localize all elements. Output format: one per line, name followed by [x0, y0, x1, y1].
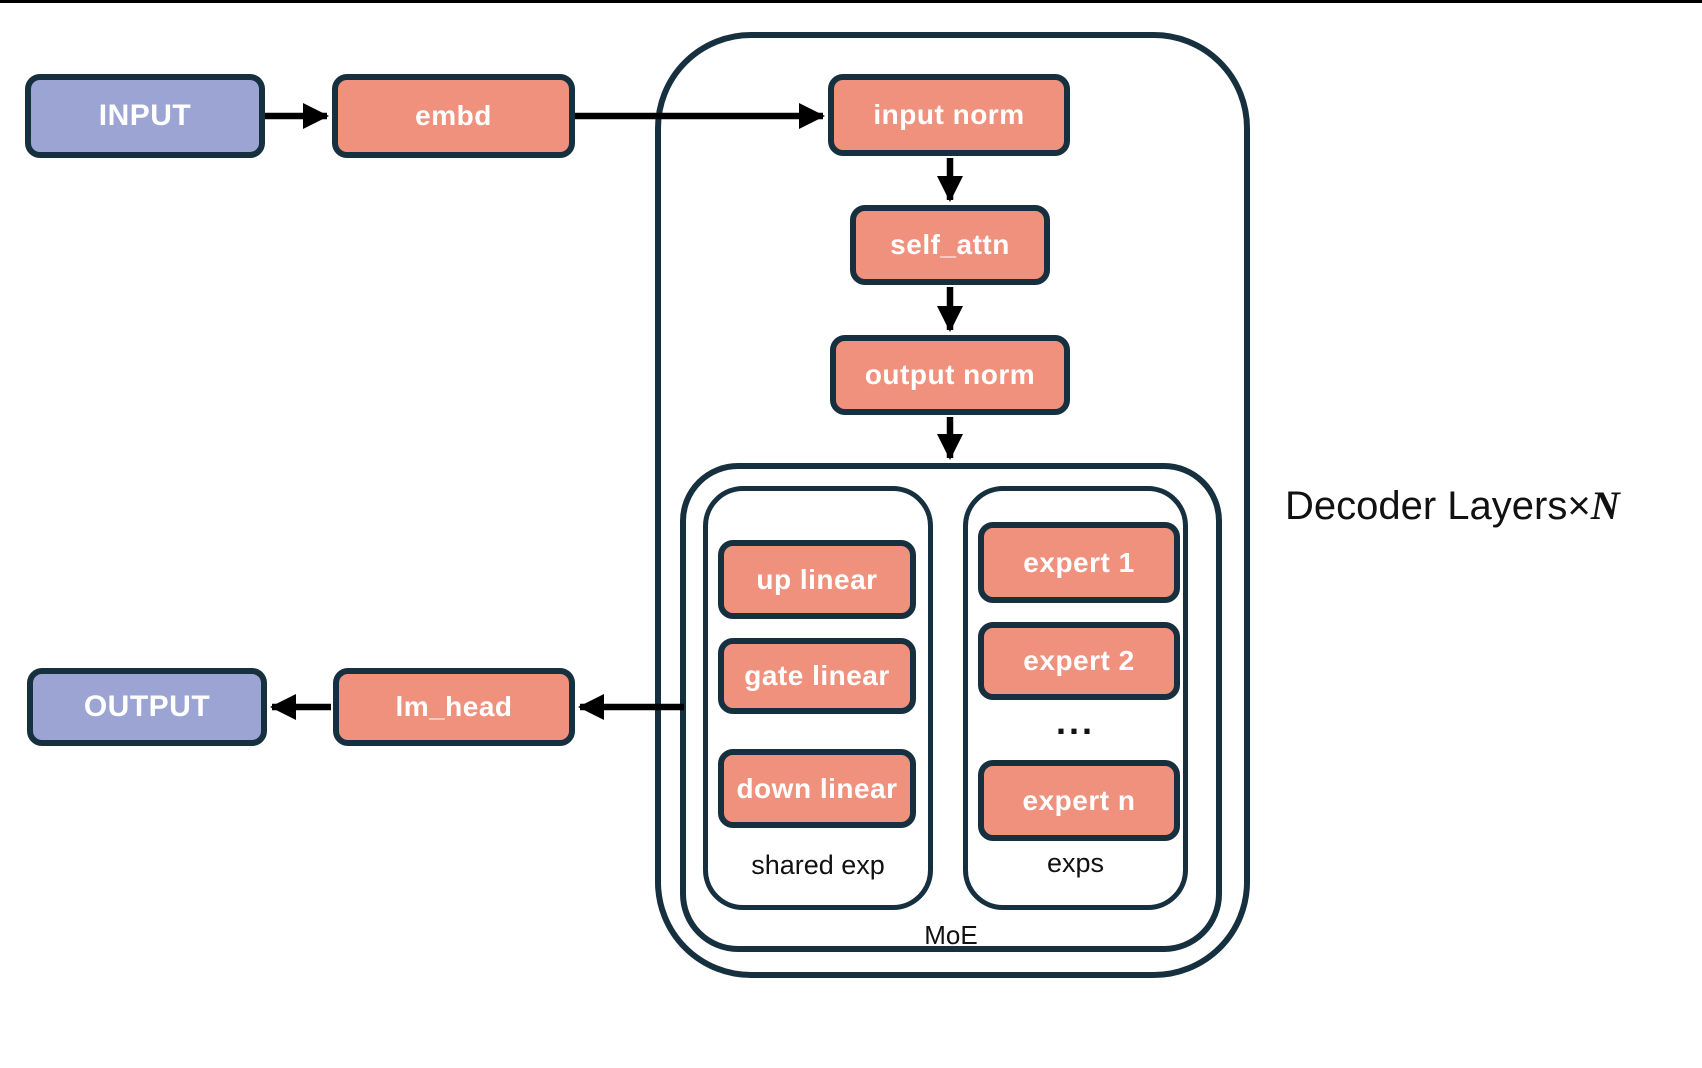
self-attn-node: self_attn: [850, 205, 1050, 285]
exps-label: exps: [1046, 848, 1105, 878]
experts-container: [963, 486, 1188, 910]
expert-2-node: expert 2: [978, 622, 1180, 700]
expert-1-node: expert 1: [978, 522, 1180, 603]
output-norm-node: output norm: [830, 335, 1070, 415]
down-linear-node: down linear: [718, 749, 916, 828]
input-node: INPUT: [25, 74, 265, 158]
moe-label: MoE: [924, 920, 978, 950]
window-top-edge: [0, 0, 1702, 3]
expert-n-node: expert n: [978, 760, 1180, 841]
input-norm-node: input norm: [828, 74, 1070, 156]
decoder-layers-title: Decoder Layers×N: [1285, 482, 1620, 529]
lm-head-node: lm_head: [333, 668, 575, 746]
n-variable: N: [1590, 483, 1620, 528]
decoder-layers-title-text: Decoder Layers: [1285, 484, 1568, 528]
multiply-sign: ×: [1567, 484, 1591, 528]
up-linear-node: up linear: [718, 540, 916, 619]
shared-expert-container: [703, 486, 933, 910]
embd-node: embd: [332, 74, 575, 158]
experts-ellipsis: ...: [1055, 701, 1095, 742]
shared-exp-label: shared exp: [751, 850, 885, 880]
decoder-layers-container: [655, 32, 1250, 978]
output-node: OUTPUT: [27, 668, 267, 746]
gate-linear-node: gate linear: [718, 638, 916, 714]
